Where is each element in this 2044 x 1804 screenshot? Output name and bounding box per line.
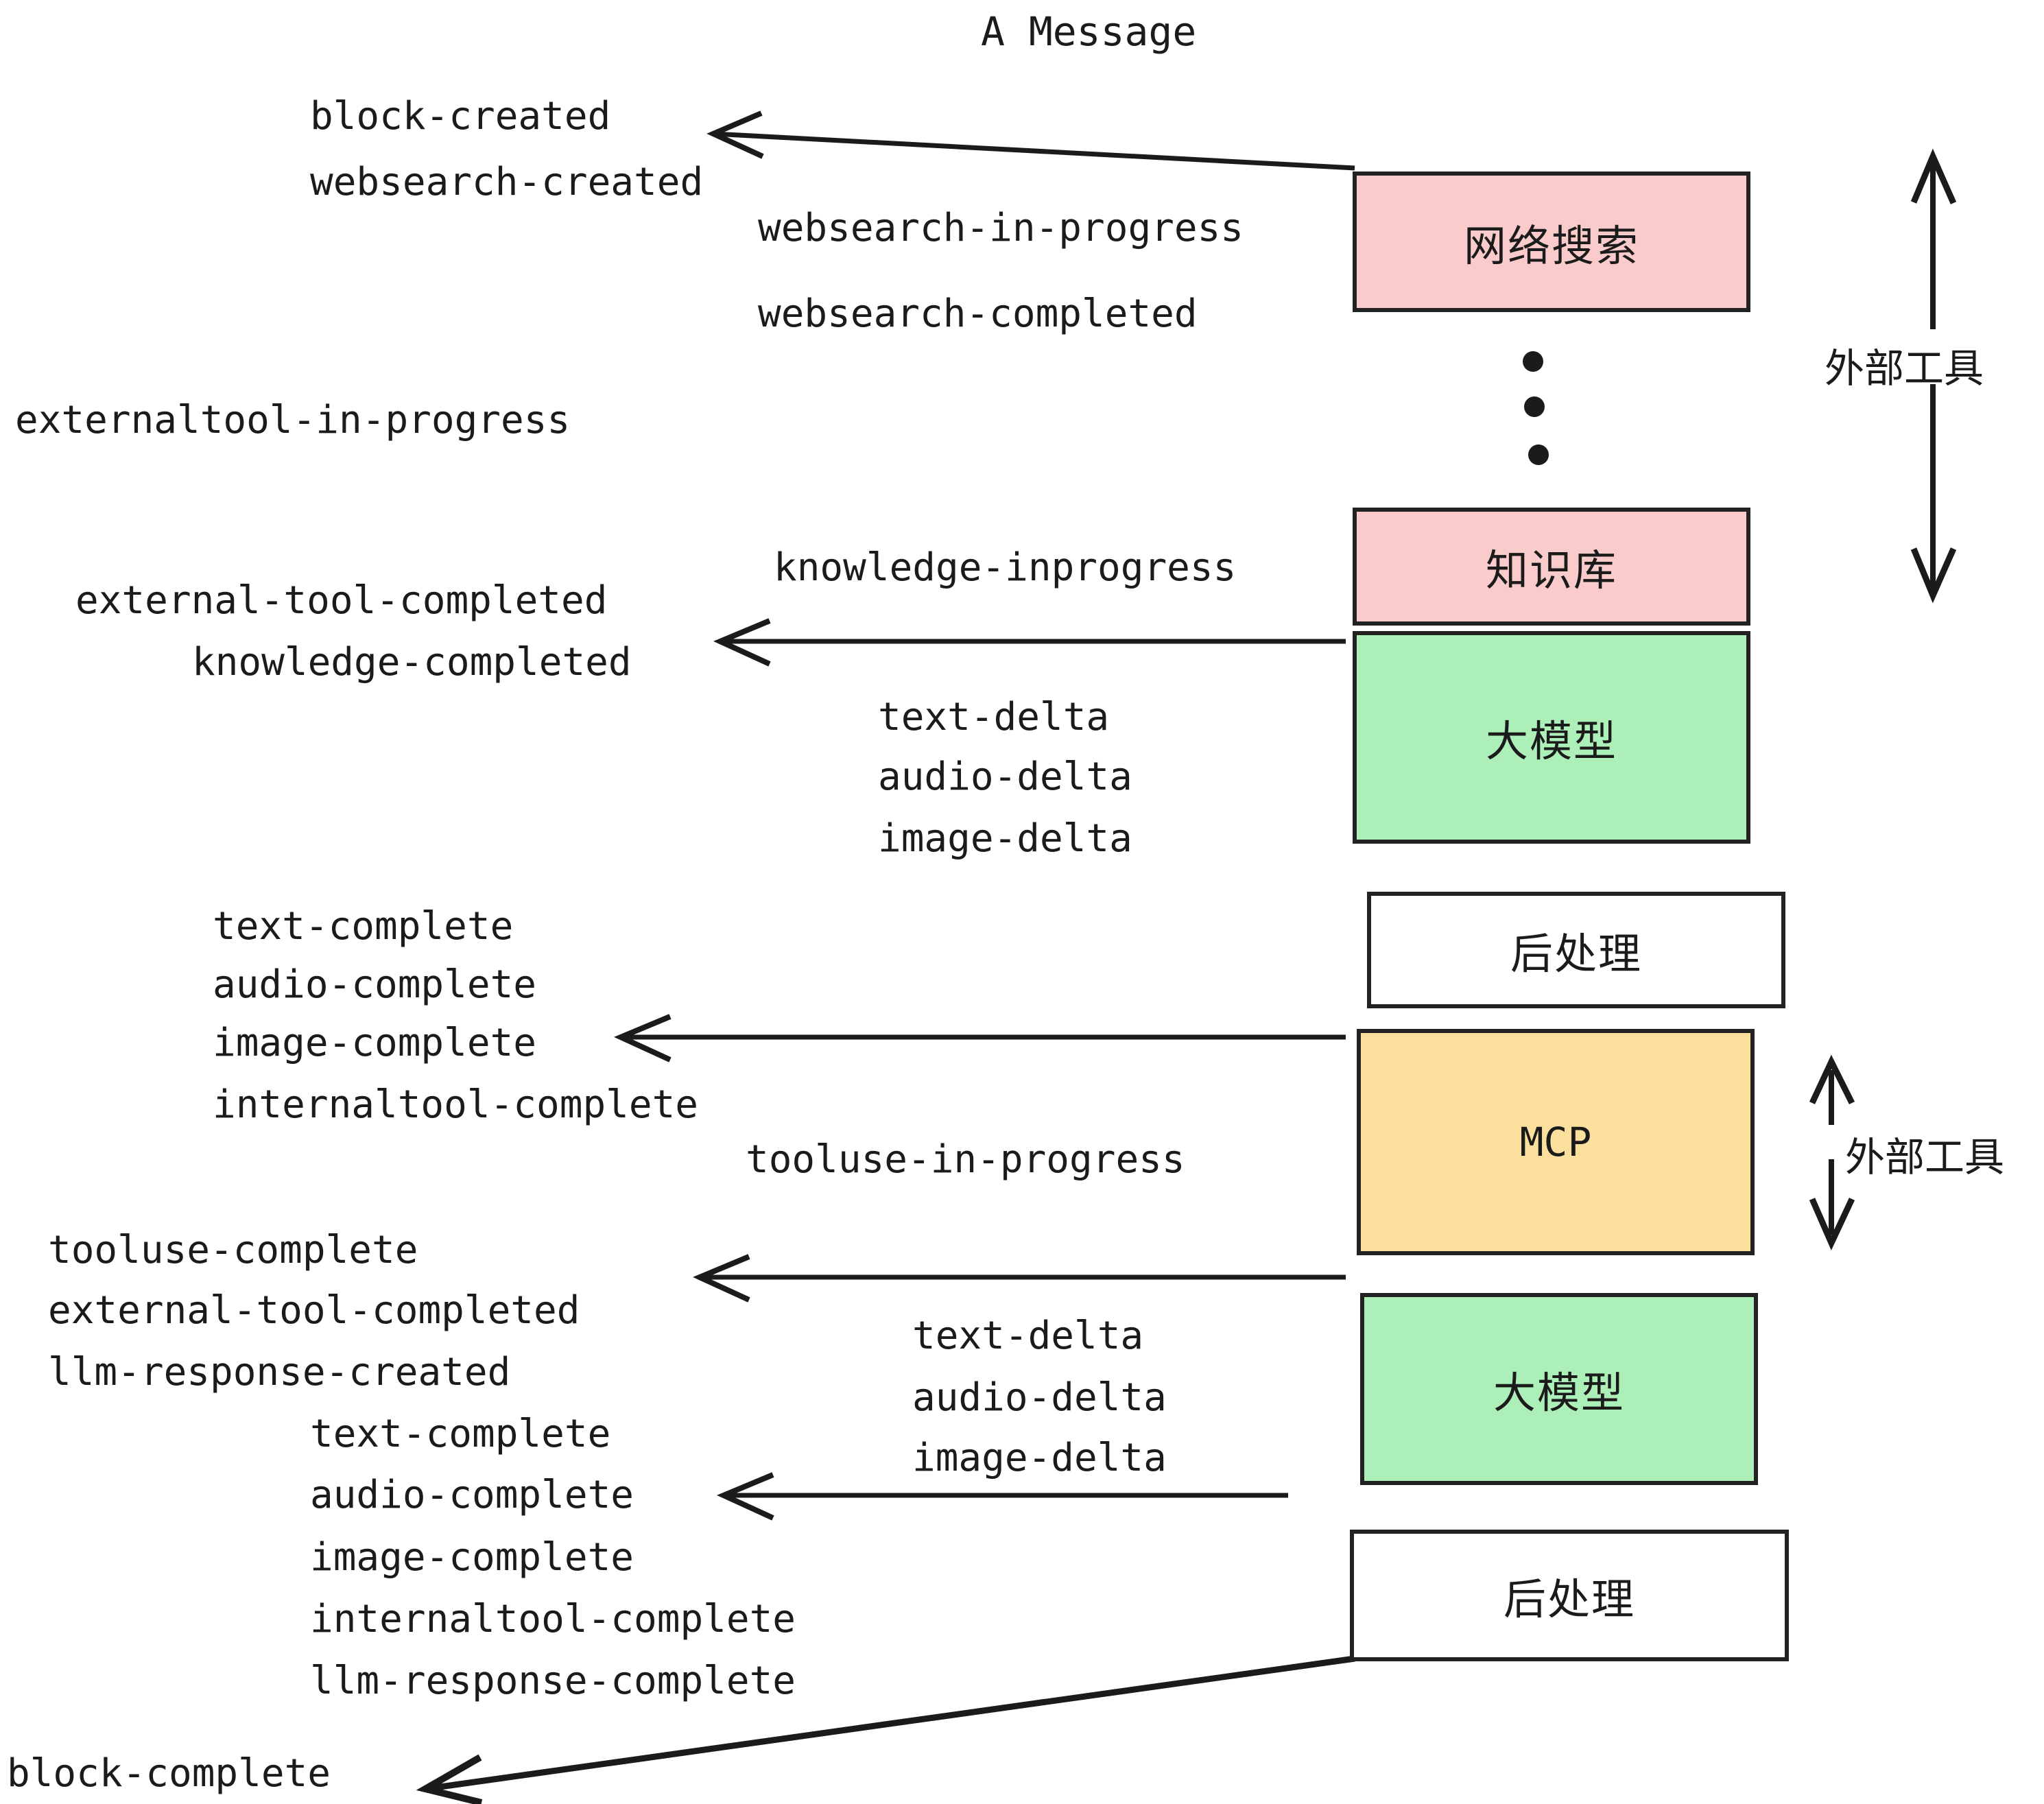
arrow-tooluse-complete [693, 1254, 1346, 1303]
event-knowledge-completed: knowledge-completed [192, 640, 632, 685]
event-image-complete-1: image-complete [213, 1021, 537, 1065]
event-external-tool-completed-1: external-tool-completed [75, 578, 608, 623]
node-websearch-label: 网络搜索 [1463, 220, 1639, 271]
external-tool-label-bottom-text: 外部工具 [1845, 1134, 2005, 1180]
event-image-delta-1: image-delta [878, 816, 1132, 861]
event-text-complete-1: text-complete [213, 904, 514, 949]
node-llm-1-label: 大模型 [1485, 716, 1617, 766]
event-image-complete-2: image-complete [310, 1535, 634, 1580]
node-llm-2-label: 大模型 [1493, 1368, 1625, 1418]
event-llm-response-created: llm-response-created [48, 1350, 511, 1394]
event-block-complete: block-complete [7, 1751, 331, 1796]
node-postprocess-2-label: 后处理 [1503, 1574, 1635, 1624]
event-block-created: block-created [310, 94, 611, 139]
node-mcp-label: MCP [1519, 1119, 1592, 1165]
event-internaltool-complete-1: internaltool-complete [213, 1082, 699, 1127]
event-image-delta-2: image-delta [912, 1436, 1167, 1480]
node-llm-2[interactable]: 大模型 [1360, 1293, 1758, 1485]
diagram-title: A Message [981, 8, 1197, 55]
node-postprocess-2[interactable]: 后处理 [1350, 1530, 1789, 1661]
arrow-audio-complete [717, 1472, 1288, 1521]
ellipsis-dot-1 [1523, 351, 1543, 372]
external-tool-label-top-text: 外部工具 [1825, 345, 1984, 392]
node-postprocess-1-label: 后处理 [1510, 929, 1642, 979]
event-websearch-in-progress: websearch-in-progress [758, 206, 1244, 250]
node-knowledge[interactable]: 知识库 [1353, 508, 1750, 626]
external-tool-label-bottom: 外部工具 [1845, 1125, 2004, 1183]
event-text-delta-2: text-delta [912, 1314, 1144, 1358]
arrow-block-created [706, 110, 1355, 171]
node-llm-1[interactable]: 大模型 [1353, 631, 1750, 844]
ellipsis-dot-3 [1528, 444, 1549, 465]
node-knowledge-label: 知识库 [1485, 545, 1617, 595]
event-internaltool-complete-2: internaltool-complete [310, 1597, 796, 1641]
arrow-image-complete [614, 1014, 1346, 1063]
arrow-knowledge-completed [713, 618, 1346, 667]
event-audio-delta-2: audio-delta [912, 1375, 1167, 1420]
event-tooluse-complete: tooluse-complete [48, 1228, 418, 1272]
event-text-complete-2: text-complete [310, 1412, 611, 1456]
event-llm-response-complete: llm-response-complete [310, 1659, 796, 1703]
node-postprocess-1[interactable]: 后处理 [1367, 892, 1785, 1008]
event-external-tool-completed-2: external-tool-completed [48, 1288, 580, 1333]
ellipsis-dot-2 [1524, 396, 1545, 417]
event-tooluse-in-progress: tooluse-in-progress [746, 1137, 1185, 1182]
external-tool-label-top: 外部工具 [1825, 336, 1984, 394]
event-externaltool-in-progress: externaltool-in-progress [15, 398, 571, 442]
event-audio-delta-1: audio-delta [878, 755, 1132, 799]
event-websearch-completed: websearch-completed [758, 292, 1198, 336]
event-knowledge-inprogress: knowledge-inprogress [774, 545, 1237, 590]
node-mcp[interactable]: MCP [1357, 1029, 1755, 1255]
event-audio-complete-2: audio-complete [310, 1473, 634, 1517]
node-websearch[interactable]: 网络搜索 [1353, 171, 1750, 312]
event-audio-complete-1: audio-complete [213, 962, 537, 1007]
event-websearch-created: websearch-created [310, 160, 704, 204]
event-text-delta-1: text-delta [878, 695, 1110, 739]
